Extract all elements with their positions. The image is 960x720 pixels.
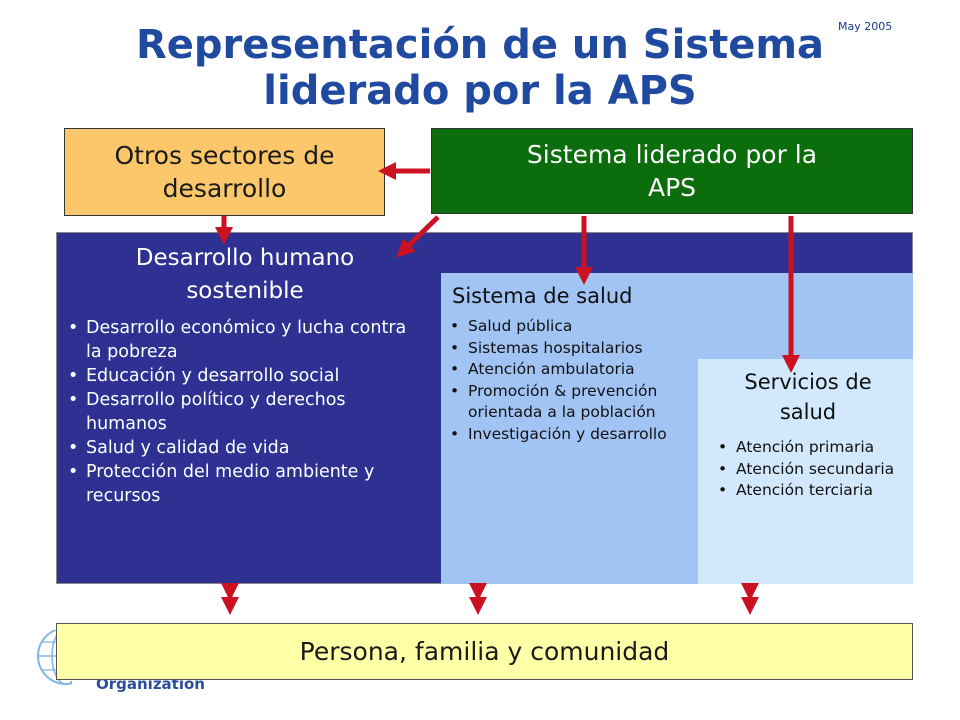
otros-sectores-box: Otros sectores de desarrollo (64, 128, 385, 216)
title-line-2: liderado por la APS (263, 68, 697, 114)
aps-label: Sistema liderado por la APS (526, 140, 818, 202)
list-item: Protección del medio ambiente y recursos (64, 460, 410, 508)
desarrollo-title-line-2: sostenible (186, 278, 304, 304)
list-item: Atención secundaria (714, 459, 910, 481)
slide-title: Representación de un Sistema liderado po… (60, 22, 900, 114)
servicios-list: Atención primaria Atención secundaria At… (714, 437, 910, 502)
list-item: Atención ambulatoria (446, 359, 686, 381)
persona-familia-comunidad-box: Persona, familia y comunidad (56, 623, 913, 680)
servicios-title: Servicios de salud (718, 367, 898, 427)
list-item: Promoción & prevención orientada a la po… (446, 381, 686, 424)
sistema-salud-list: Salud pública Sistemas hospitalarios Ate… (446, 316, 686, 445)
list-item: Salud y calidad de vida (64, 436, 410, 460)
title-line-1: Representación de un Sistema (135, 22, 825, 68)
sistema-aps-box: Sistema liderado por la APS (431, 128, 913, 214)
otros-line-2: desarrollo (162, 174, 287, 203)
date-label: May 2005 (838, 20, 893, 33)
list-item: Investigación y desarrollo (446, 424, 686, 446)
list-item: Salud pública (446, 316, 686, 338)
list-item: Atención terciaria (714, 480, 910, 502)
list-item: Sistemas hospitalarios (446, 338, 686, 360)
desarrollo-title: Desarrollo humano sostenible (90, 242, 400, 308)
otros-line-1: Otros sectores de (114, 141, 335, 170)
servicios-title-line-2: salud (779, 400, 837, 424)
list-item: Desarrollo político y derechos humanos (64, 388, 410, 436)
list-item: Atención primaria (714, 437, 910, 459)
sistema-salud-title: Sistema de salud (452, 284, 633, 308)
list-item: Educación y desarrollo social (64, 364, 410, 388)
persona-label: Persona, familia y comunidad (299, 637, 670, 666)
list-item: Desarrollo económico y lucha contra la p… (64, 316, 410, 364)
servicios-title-line-1: Servicios de (744, 370, 872, 394)
desarrollo-title-line-1: Desarrollo humano (135, 245, 355, 271)
desarrollo-list: Desarrollo económico y lucha contra la p… (64, 316, 410, 508)
